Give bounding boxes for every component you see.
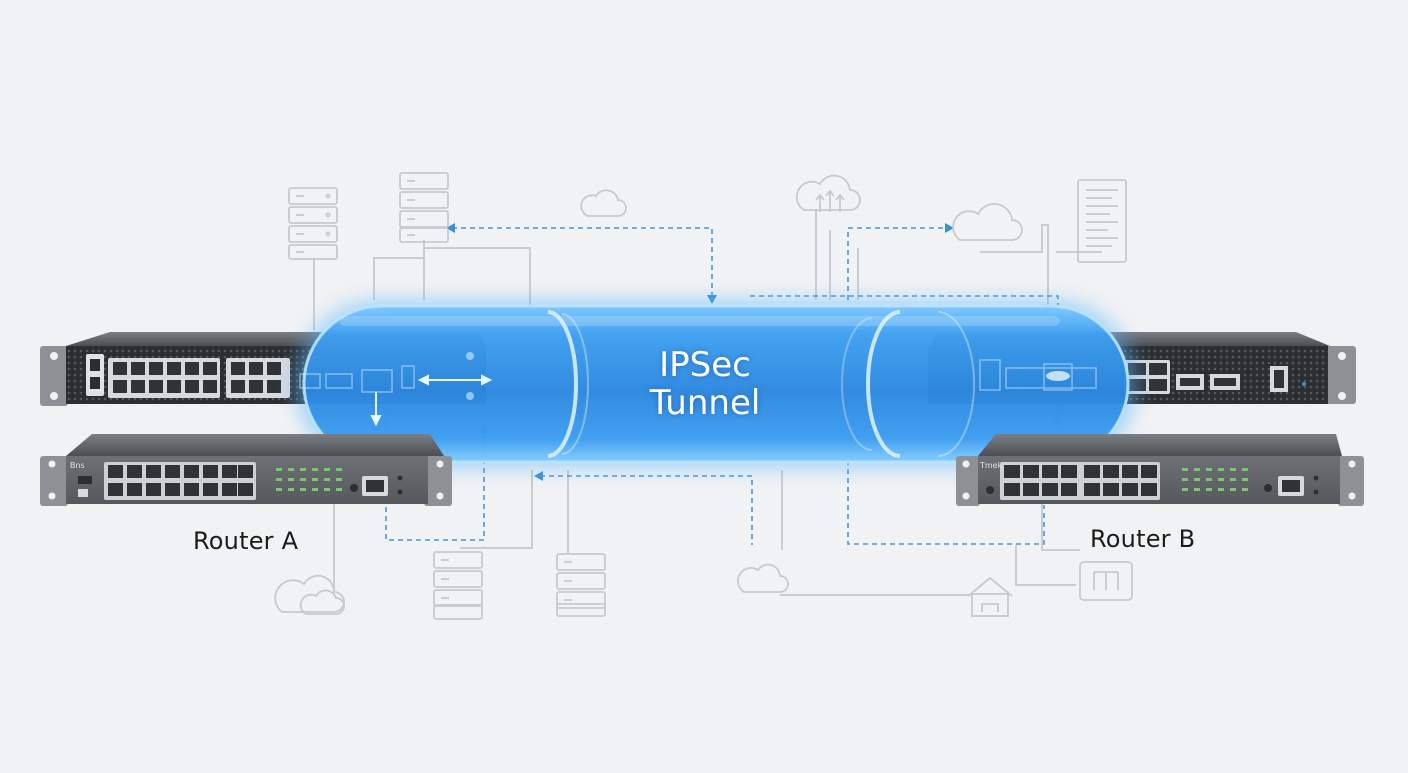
tunnel-label-line2: Tunnel xyxy=(649,383,761,423)
cloud-icon xyxy=(580,189,627,217)
router-b-badge: Tmek xyxy=(980,461,1003,470)
document-list-icon xyxy=(1077,179,1127,263)
router-b-device xyxy=(956,434,1364,506)
network-node-icon xyxy=(1079,561,1133,601)
cloud-icon xyxy=(274,574,345,615)
home-network-icon xyxy=(967,576,1013,617)
cloud-upload-icon xyxy=(795,174,861,212)
router-a-badge: Bns xyxy=(70,461,85,470)
server-rack-icon xyxy=(556,553,606,617)
tunnel-label-line1: IPSec xyxy=(659,345,751,385)
server-rack-icon xyxy=(288,187,338,260)
router-a-device xyxy=(40,434,452,506)
background-links xyxy=(313,210,1102,596)
server-rack-icon xyxy=(433,551,483,620)
server-rack-icon xyxy=(399,172,449,243)
router-a-label: Router A xyxy=(193,527,299,555)
tunnel-label: IPSec Tunnel xyxy=(600,346,810,422)
router-b-label: Router B xyxy=(1090,525,1196,553)
cloud-icon xyxy=(952,203,1023,241)
cloud-icon xyxy=(737,563,789,593)
ipsec-tunnel xyxy=(296,300,1136,468)
